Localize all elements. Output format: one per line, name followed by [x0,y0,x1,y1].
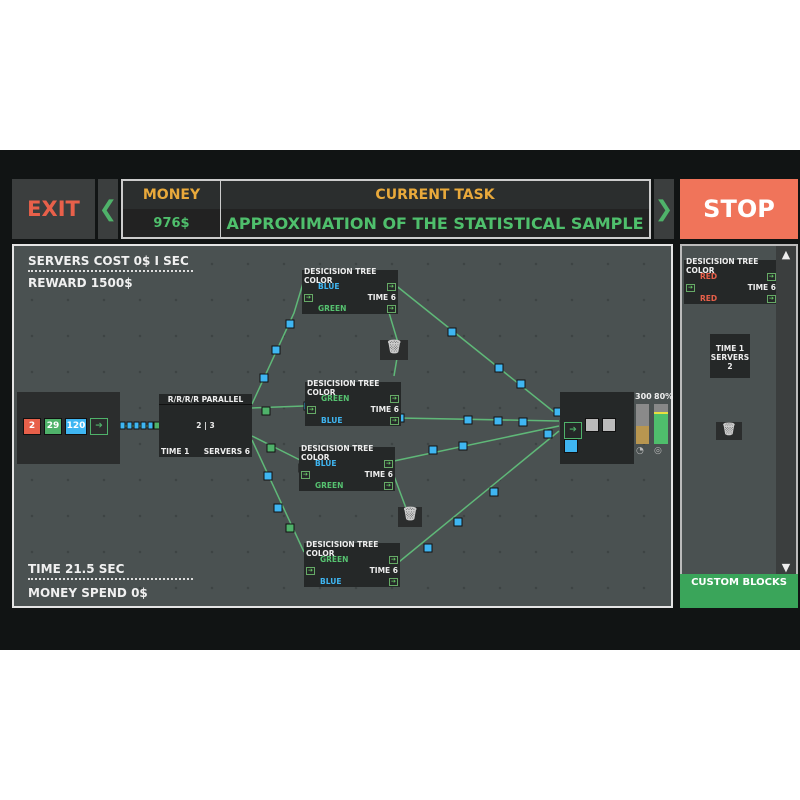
output-port-icon: ➔ [767,272,776,281]
input-port-icon[interactable]: ➔ [306,566,315,575]
speed-icon: ◔ [636,446,644,456]
trash-icon[interactable]: 🗑 [380,340,408,360]
tree-bottom-color[interactable]: BLUE [320,577,342,586]
source-green-count: 29 [44,418,62,435]
money-value: 976$ [123,209,221,237]
money-spend: MONEY SPEND 0$ [28,586,148,600]
divider [28,578,193,580]
servers-cost: SERVERS COST 0$ I SEC [28,254,189,268]
trash-icon[interactable]: 🗑 [398,507,422,527]
next-arrow-icon[interactable]: ❯ [654,179,674,239]
palette-tree-top: RED [700,272,718,281]
decision-tree-block[interactable]: DESICISION TREE COLOR GREEN ➔ ➔ TIME 6 BLU… [305,378,401,426]
parallel-title: R/R/R/R PARALLEL [159,394,252,405]
stop-label: STOP [703,195,775,223]
input-arrow-icon: ➔ [564,422,582,439]
tree-bottom-color[interactable]: BLUE [321,416,343,425]
task-label: CURRENT TASK [375,187,495,203]
decision-tree-block[interactable]: DESICISION TREE COLOR BLUE ➔ ➔ TIME 6 GREE… [299,443,395,491]
tree-title: DESICISION TREE COLOR [304,266,377,285]
input-port-icon[interactable]: ➔ [307,405,316,414]
output-port-icon[interactable]: ➔ [387,282,396,291]
stop-button[interactable]: STOP [680,179,798,239]
output-port-icon[interactable]: ➔ [389,577,398,586]
palette-server-time: TIME 1 [715,344,745,353]
tree-title: DESICISION TREE COLOR [307,378,380,397]
money-label: MONEY [123,181,221,209]
sink-percent: 80% [654,392,674,401]
slot-gray [602,418,616,432]
source-red-count: 2 [23,418,41,435]
sink-block[interactable]: ➔ [560,392,634,464]
custom-blocks-button[interactable]: CUSTOM BLOCKS [680,574,798,608]
decision-tree-block[interactable]: DESICISION TREE COLOR BLUE ➔ ➔ TIME 6 GREE… [302,266,398,314]
tree-bottom-color[interactable]: GREEN [315,481,344,490]
tree-top-color[interactable]: GREEN [320,555,349,564]
tree-top-color[interactable]: GREEN [321,394,350,403]
scroll-up-icon[interactable]: ▲ [781,248,791,261]
palette-tree-title: DESICISION TREE COLOR [686,256,759,275]
output-port-icon[interactable]: ➔ [387,304,396,313]
scroll-down-icon[interactable]: ▼ [781,561,791,574]
palette-server-block[interactable]: TIME 1 SERVERS 2 [710,334,750,378]
output-port-icon[interactable]: ➔ [384,459,393,468]
custom-blocks-label: CUSTOM BLOCKS [691,577,787,588]
input-port-icon[interactable]: ➔ [301,470,310,479]
prev-arrow-icon[interactable]: ❮ [98,179,118,239]
tree-time: TIME 6 [367,293,396,302]
slot-blue [564,439,578,453]
output-port-icon[interactable]: ➔ [389,555,398,564]
tree-top-color[interactable]: BLUE [315,459,337,468]
output-arrow-icon[interactable]: ➔ [90,418,108,435]
tree-time: TIME 6 [364,470,393,479]
parallel-ratio: 2 | 3 [196,421,215,430]
slot-gray [585,418,599,432]
tree-title: DESICISION TREE COLOR [306,539,379,558]
output-port-icon[interactable]: ➔ [390,416,399,425]
load-gauge [636,404,649,444]
palette-scrollbar[interactable]: ▲ ▼ [776,246,796,576]
accuracy-gauge [654,404,668,444]
task-header: MONEY 976$ CURRENT TASK APPROXIMATION OF… [121,179,651,239]
output-port-icon[interactable]: ➔ [384,481,393,490]
parallel-time: TIME 1 [161,447,190,456]
target-icon: ◎ [654,446,662,456]
tree-bottom-color[interactable]: GREEN [318,304,347,313]
palette-tree-bottom: RED [700,294,718,303]
exit-button[interactable]: EXIT [12,179,95,239]
time-elapsed: TIME 21.5 SEC [28,562,125,576]
output-port-icon: ➔ [767,294,776,303]
tree-title: DESICISION TREE COLOR [301,443,374,462]
reward: REWARD 1500$ [28,276,133,290]
connections [114,279,563,567]
exit-label: EXIT [27,197,80,221]
data-packets [119,319,563,553]
task-value: APPROXIMATION OF THE STATISTICAL SAMPLE [221,209,649,237]
workspace-board[interactable]: SERVERS COST 0$ I SEC REWARD 1500$ TIME … [12,244,673,608]
input-port-icon: ➔ [686,283,695,292]
decision-tree-block[interactable]: DESICISION TREE COLOR GREEN ➔ ➔ TIME 6 BLU… [304,539,400,587]
tree-time: TIME 6 [370,405,399,414]
input-port-icon[interactable]: ➔ [304,293,313,302]
game-screen: EXIT ❮ MONEY 976$ CURRENT TASK APPROXIMA… [0,150,800,650]
source-blue-count: 120 [65,418,87,435]
palette-decision-tree[interactable]: DESICISION TREE COLOR RED ➔ ➔ TIME 6 RED ➔ [684,256,778,304]
palette-trash-icon[interactable]: 🗑 [716,422,742,440]
palette-server-count: SERVERS 2 [710,353,750,371]
parallel-servers: SERVERS 6 [203,447,250,456]
parallel-block[interactable]: R/R/R/R PARALLEL 2 | 3 TIME 1 SERVERS 6 [159,394,252,457]
divider [28,270,193,272]
tree-top-color[interactable]: BLUE [318,282,340,291]
output-port-icon[interactable]: ➔ [390,394,399,403]
tree-time: TIME 6 [369,566,398,575]
sink-count: 300 [635,392,652,401]
palette-tree-time: TIME 6 [747,283,776,292]
